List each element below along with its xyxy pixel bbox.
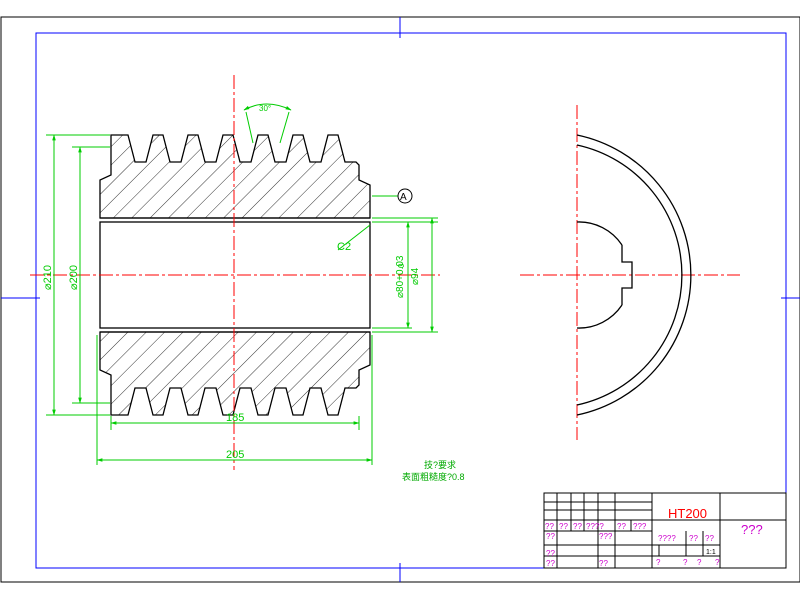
tb-cell: ?: [656, 558, 661, 567]
tb-cell: ??: [546, 532, 555, 541]
tb-cell: ?: [715, 558, 720, 567]
dimensions: [46, 103, 438, 465]
chamfer-dimension: C2: [337, 241, 351, 253]
tb-cell: ???: [599, 532, 613, 541]
scale-label: 1:1: [706, 549, 716, 556]
angle-dimension: 30°: [259, 104, 271, 113]
outer-diameter-dimension: ⌀210: [42, 265, 54, 290]
teeth-length-dimension: 185: [226, 412, 244, 424]
tb-cell: ??: [573, 522, 582, 531]
centering-marks: [1, 17, 800, 582]
surface-roughness-note: 表面粗糙度?0.8: [402, 471, 465, 482]
bore-tolerance-dimension: ⌀80+0.03: [395, 255, 406, 298]
root-diameter-dimension: ⌀200: [68, 265, 80, 290]
tb-cell: ??: [559, 522, 568, 531]
tb-cell: ?: [683, 558, 688, 567]
centerlines: [30, 75, 740, 470]
side-view: [576, 134, 692, 416]
bore-tolerance-lower: 0: [397, 263, 406, 268]
tb-cell: ??: [689, 534, 698, 543]
tb-cell: ??: [546, 559, 555, 568]
datum-symbol: [397, 188, 413, 204]
tech-requirement-heading: 技?要求: [424, 459, 456, 470]
upper-grooved-section: [99, 134, 371, 219]
total-length-dimension: 205: [226, 449, 244, 461]
tb-cell: ?: [697, 558, 702, 567]
material-label: HT200: [668, 506, 707, 521]
tb-cell: ??: [546, 549, 555, 558]
tb-cell: ??: [617, 522, 626, 531]
tb-cell: ??: [599, 559, 608, 568]
tb-cell: ????: [658, 534, 676, 543]
part-name-label: ???: [741, 522, 763, 537]
tb-cell: ??: [545, 522, 554, 531]
title-block: [543, 492, 787, 569]
section-view: [99, 134, 371, 416]
hub-diameter-dimension: ⌀94: [410, 267, 421, 285]
tb-cell: ????: [586, 522, 604, 531]
lower-grooved-section: [99, 331, 371, 416]
drawing-frame: [35, 32, 787, 569]
tb-cell: ???: [633, 522, 647, 531]
datum-label: A: [400, 192, 407, 203]
tb-cell: ??: [705, 534, 714, 543]
